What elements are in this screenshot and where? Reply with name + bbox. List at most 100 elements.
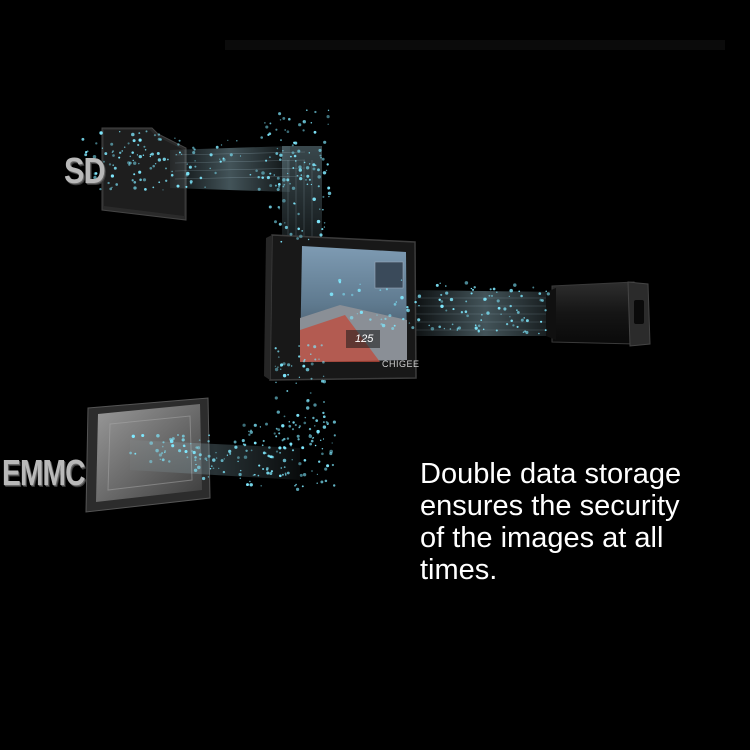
particle: [229, 153, 233, 157]
particle: [296, 434, 300, 438]
particle: [109, 187, 113, 191]
particle: [268, 446, 271, 449]
particle: [524, 330, 527, 333]
particle: [332, 420, 336, 424]
particle: [165, 179, 168, 182]
particle: [513, 283, 517, 287]
particle: [214, 171, 217, 175]
particle: [212, 458, 216, 462]
particle: [380, 323, 383, 326]
particle: [248, 433, 251, 436]
particle: [510, 319, 513, 322]
particle: [291, 428, 295, 431]
particle: [516, 325, 519, 328]
particle: [369, 318, 372, 321]
particle: [165, 167, 167, 170]
caption-line-2: ensures the security: [420, 490, 680, 522]
particle: [253, 423, 257, 427]
particle: [294, 485, 296, 487]
particle: [451, 323, 454, 326]
particle: [178, 449, 182, 453]
particle: [418, 305, 420, 307]
particle: [283, 446, 286, 449]
particle: [129, 155, 132, 158]
particle: [289, 155, 292, 158]
particle: [138, 170, 142, 174]
particle: [199, 176, 203, 180]
particle: [310, 353, 312, 355]
particle: [309, 392, 312, 394]
particle: [144, 188, 147, 191]
particle: [275, 450, 279, 453]
particle: [464, 310, 468, 313]
particle: [489, 288, 492, 291]
particle: [112, 154, 115, 157]
particle: [486, 311, 490, 315]
particle: [95, 142, 98, 145]
particle: [249, 173, 252, 176]
particle: [380, 318, 383, 321]
particle: [242, 423, 246, 427]
particle: [278, 432, 281, 435]
particle: [269, 184, 273, 188]
particle: [349, 316, 354, 320]
caption-line-1: Double data storage: [420, 458, 682, 490]
particle: [291, 186, 296, 190]
particle: [236, 139, 238, 142]
particle: [170, 173, 174, 177]
particle: [326, 422, 330, 425]
particle: [492, 287, 496, 291]
particle: [157, 133, 161, 136]
particle: [243, 455, 248, 459]
particle: [229, 452, 232, 455]
particle: [321, 228, 324, 231]
particle: [315, 419, 319, 422]
sd-data-beam: [170, 146, 322, 245]
particle: [540, 320, 543, 323]
particle: [223, 458, 226, 460]
particle: [314, 358, 317, 361]
particle: [186, 456, 189, 459]
particle: [133, 173, 136, 176]
particle: [296, 237, 299, 240]
particle: [259, 426, 262, 428]
particle: [157, 137, 161, 141]
particle: [177, 434, 179, 436]
particle: [281, 424, 285, 428]
particle: [273, 432, 276, 435]
particle: [331, 463, 335, 467]
particle: [239, 477, 242, 480]
particle: [309, 434, 311, 436]
particle: [278, 222, 282, 226]
particle: [282, 150, 284, 152]
particle: [290, 365, 293, 367]
particle: [288, 420, 291, 423]
particle: [293, 154, 297, 158]
particle: [137, 143, 140, 147]
data-particles: [81, 109, 550, 491]
particle: [131, 179, 134, 182]
particle: [164, 450, 166, 452]
particle: [282, 116, 286, 120]
particle: [308, 427, 312, 431]
particle: [164, 451, 166, 454]
particle: [317, 432, 319, 435]
particle: [298, 168, 302, 172]
particle: [132, 159, 134, 162]
particle: [314, 164, 317, 167]
particle: [318, 358, 320, 360]
particle: [111, 186, 113, 189]
particle: [322, 400, 326, 404]
particle: [316, 219, 321, 224]
particle: [282, 199, 286, 203]
particle: [159, 458, 161, 460]
particle: [457, 326, 461, 330]
particle: [298, 462, 302, 466]
particle: [440, 300, 444, 303]
particle: [305, 109, 308, 112]
particle: [286, 437, 290, 440]
top-shadow-bar: [225, 40, 725, 50]
particle: [162, 157, 166, 161]
particle: [544, 309, 547, 312]
particle: [269, 471, 273, 476]
